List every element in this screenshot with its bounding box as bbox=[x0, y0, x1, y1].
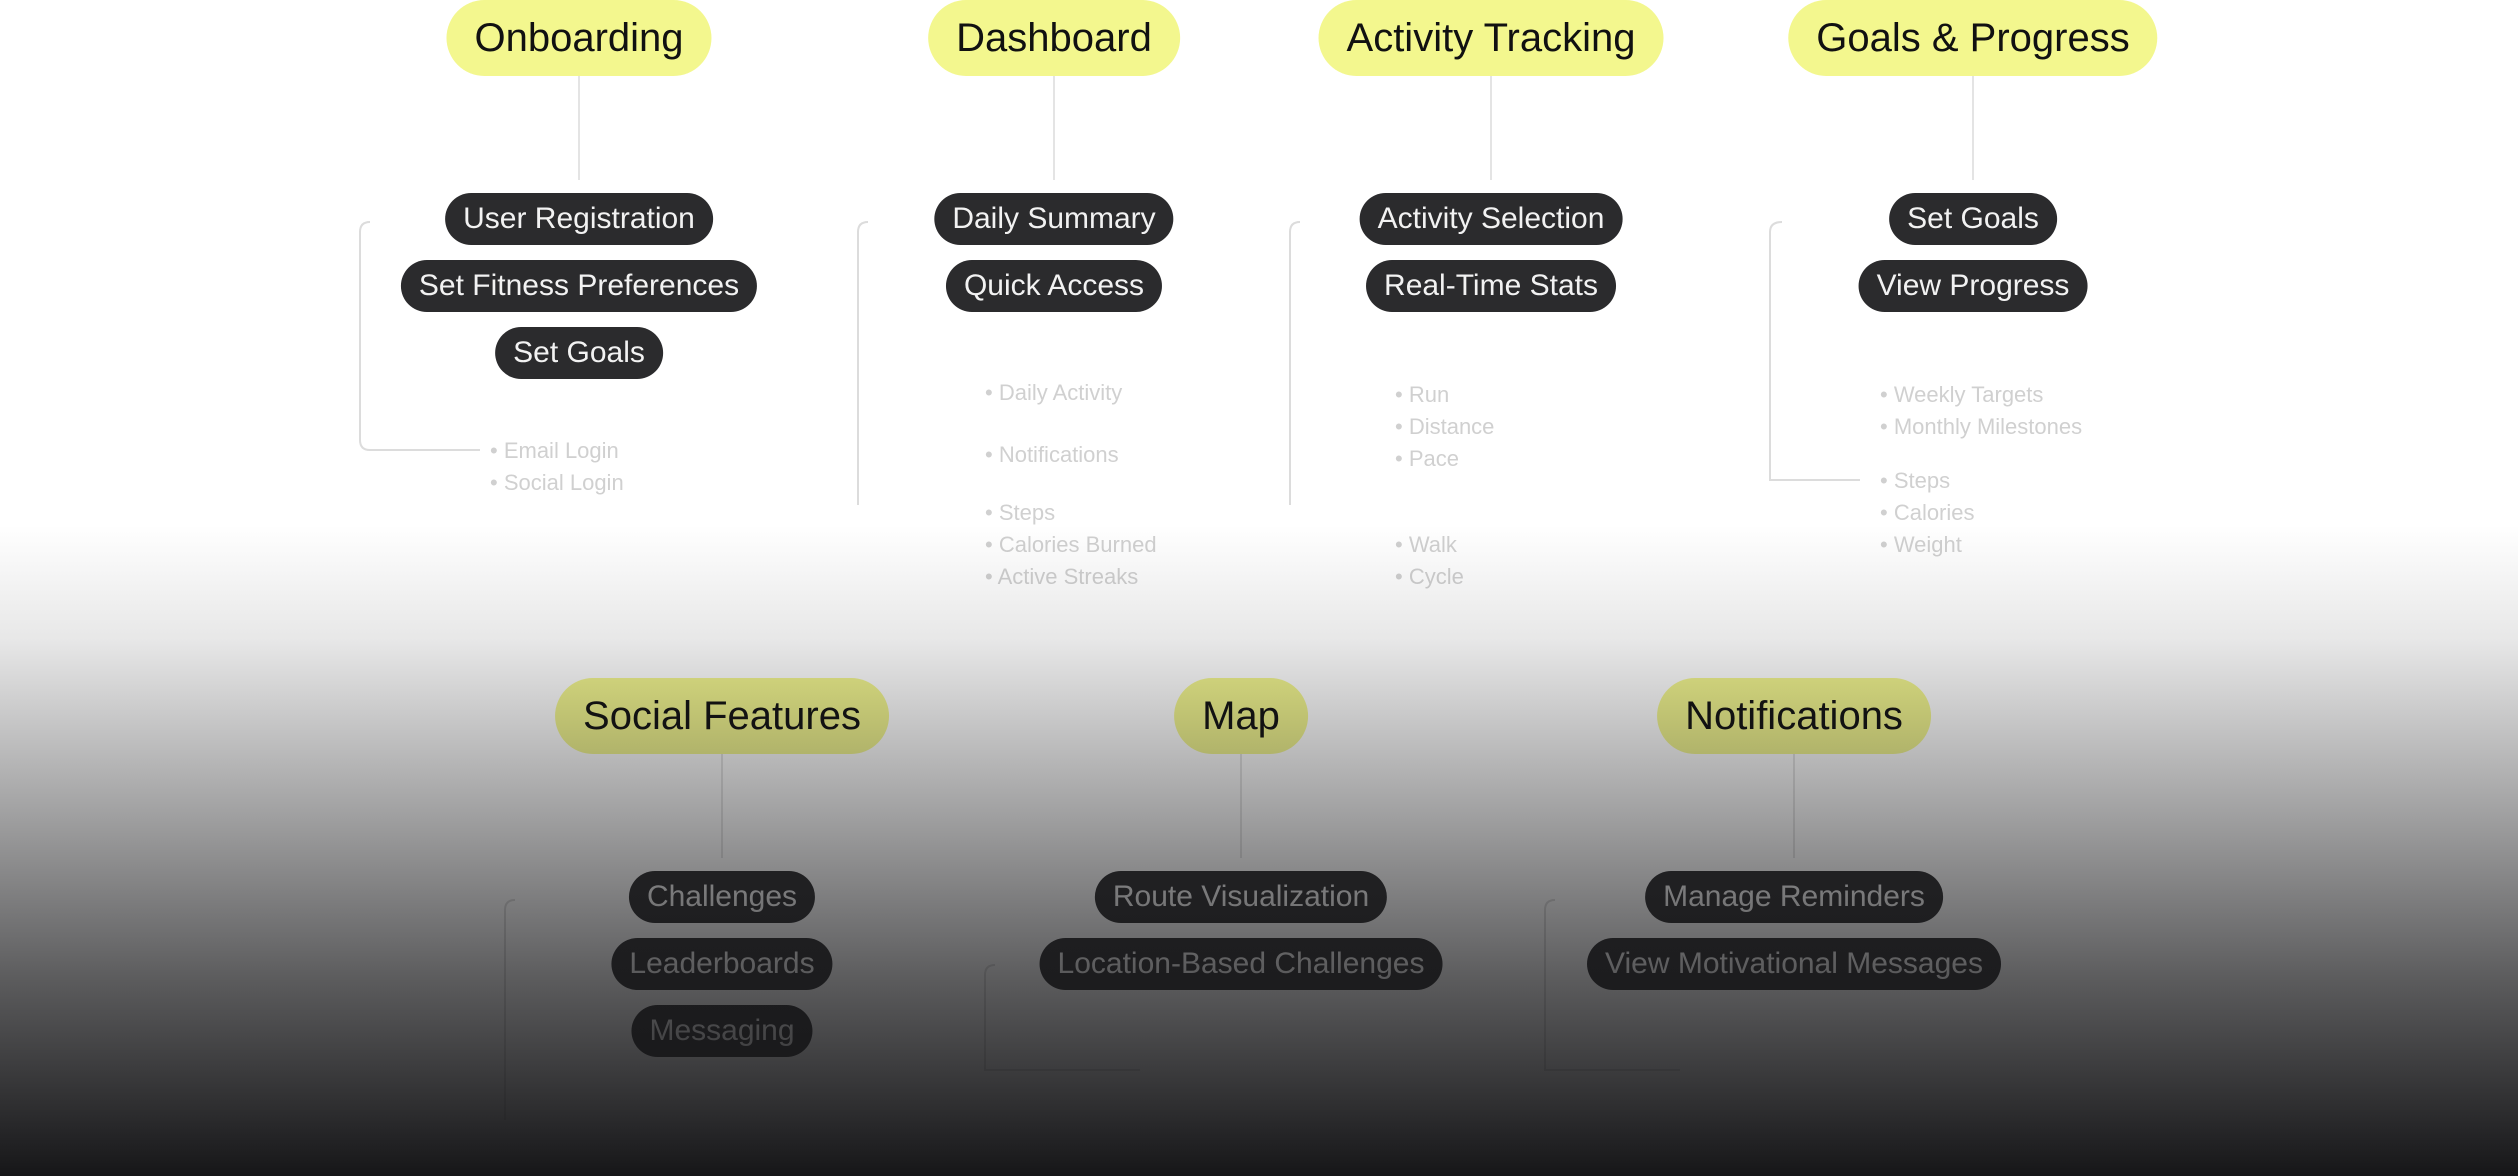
group-title[interactable]: Onboarding bbox=[446, 0, 712, 76]
connector-line bbox=[578, 76, 580, 180]
node-location-based-challenges[interactable]: Location-Based Challenges bbox=[1039, 938, 1443, 990]
group-title[interactable]: Social Features bbox=[555, 678, 889, 754]
group-title[interactable]: Goals & Progress bbox=[1788, 0, 2158, 76]
connector-line bbox=[1490, 76, 1492, 180]
node-set-fitness-preferences[interactable]: Set Fitness Preferences bbox=[400, 260, 758, 312]
node-real-time-stats[interactable]: Real-Time Stats bbox=[1366, 260, 1616, 312]
connector-line bbox=[1053, 76, 1055, 180]
node-manage-reminders[interactable]: Manage Reminders bbox=[1645, 871, 1943, 923]
node-route-visualization[interactable]: Route Visualization bbox=[1094, 871, 1388, 923]
node-set-goals[interactable]: Set Goals bbox=[495, 327, 663, 379]
node-view-progress[interactable]: View Progress bbox=[1858, 260, 2088, 312]
node-quick-access[interactable]: Quick Access bbox=[945, 260, 1163, 312]
group-title[interactable]: Map bbox=[1174, 678, 1308, 754]
node-challenges[interactable]: Challenges bbox=[628, 871, 816, 923]
node-daily-summary[interactable]: Daily Summary bbox=[934, 193, 1174, 245]
node-activity-selection[interactable]: Activity Selection bbox=[1359, 193, 1623, 245]
node-view-motivational-messages[interactable]: View Motivational Messages bbox=[1587, 938, 2001, 990]
connector-line bbox=[721, 754, 723, 858]
node-leaderboards[interactable]: Leaderboards bbox=[611, 938, 833, 990]
group-title[interactable]: Activity Tracking bbox=[1318, 0, 1664, 76]
group-title[interactable]: Notifications bbox=[1657, 678, 1931, 754]
group-title[interactable]: Dashboard bbox=[928, 0, 1180, 76]
connector-line bbox=[1972, 76, 1974, 180]
node-set-goals[interactable]: Set Goals bbox=[1889, 193, 2057, 245]
connector-line bbox=[1793, 754, 1795, 858]
node-messaging[interactable]: Messaging bbox=[631, 1005, 813, 1057]
connector-line bbox=[1240, 754, 1242, 858]
node-user-registration[interactable]: User Registration bbox=[445, 193, 713, 245]
